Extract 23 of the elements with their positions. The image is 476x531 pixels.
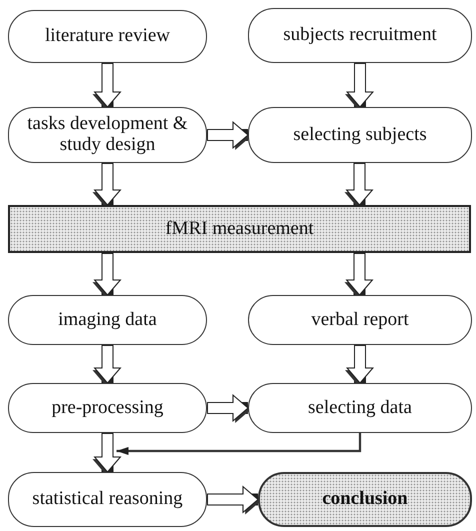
process-pill [258, 472, 472, 527]
node-label: statistical reasoning [31, 489, 184, 510]
node-label: selecting data [307, 398, 413, 418]
node-label: imaging data [57, 310, 158, 330]
node-label: selecting subjects [292, 124, 428, 146]
process-box [8, 205, 471, 253]
node-label: literature review [44, 26, 171, 47]
process-pill [248, 295, 472, 345]
process-pill [8, 107, 207, 163]
connector-arrow [116, 433, 362, 455]
process-pill [8, 383, 207, 433]
node-label: subjects recruitment [282, 25, 438, 46]
node-label: conclusion [321, 489, 409, 510]
node-label: verbal report [310, 310, 410, 330]
process-pill [8, 295, 207, 345]
process-pill [248, 8, 472, 63]
node-label: pre-processing [50, 398, 164, 418]
process-pill [248, 107, 472, 163]
process-pill [8, 472, 207, 527]
node-label: fMRI measurement [164, 218, 315, 240]
process-pill [8, 10, 207, 63]
node-label: tasks development & study design [26, 114, 189, 156]
process-pill [248, 383, 472, 433]
